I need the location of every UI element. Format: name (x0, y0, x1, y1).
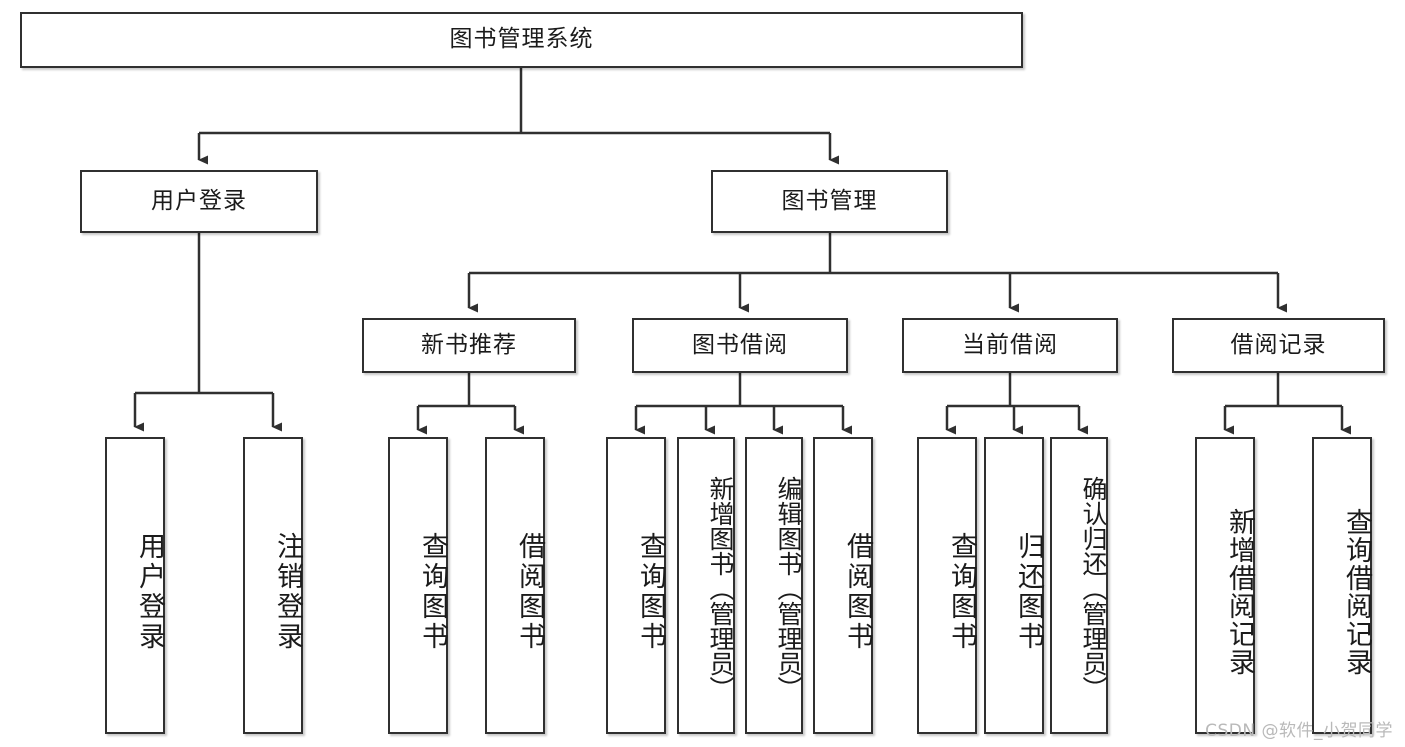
node-book-manage[interactable]: 图书管理 (711, 170, 948, 233)
node-book-borrow[interactable]: 图书借阅 (632, 318, 848, 373)
node-current-borrow[interactable]: 当前借阅 (902, 318, 1118, 373)
leaf-logout-label: 注销登录 (272, 531, 303, 652)
leaf-confirm-return-label: 确认归还（管理员） (1079, 476, 1108, 701)
node-new-book-rec-label: 新书推荐 (421, 331, 517, 358)
leaf-query-book-rec[interactable]: 查询图书 (388, 437, 448, 734)
leaf-borrow-book-rec-label: 借阅图书 (514, 531, 545, 652)
node-book-manage-label: 图书管理 (781, 187, 878, 214)
leaf-add-record-label: 新增借阅记录 (1224, 507, 1255, 676)
node-root-label: 图书管理系统 (449, 26, 594, 53)
leaf-return-book-label: 归还图书 (1013, 531, 1044, 652)
leaf-logout[interactable]: 注销登录 (243, 437, 303, 734)
leaf-add-book[interactable]: 新增图书（管理员） (677, 437, 735, 734)
leaf-query-book-borrow[interactable]: 查询图书 (606, 437, 666, 734)
leaf-return-book[interactable]: 归还图书 (984, 437, 1044, 734)
leaf-query-record-label: 查询借阅记录 (1341, 507, 1372, 676)
leaf-borrow-book-rec[interactable]: 借阅图书 (485, 437, 545, 734)
leaf-confirm-return[interactable]: 确认归还（管理员） (1050, 437, 1108, 734)
node-borrow-record-label: 借阅记录 (1230, 331, 1327, 358)
node-book-borrow-label: 图书借阅 (692, 331, 788, 358)
leaf-add-record[interactable]: 新增借阅记录 (1195, 437, 1255, 734)
leaf-add-book-label: 新增图书（管理员） (706, 476, 735, 701)
leaf-query-record[interactable]: 查询借阅记录 (1312, 437, 1372, 734)
leaf-borrow-book[interactable]: 借阅图书 (813, 437, 873, 734)
leaf-query-book-rec-label: 查询图书 (417, 531, 448, 652)
node-borrow-record[interactable]: 借阅记录 (1172, 318, 1385, 373)
leaf-query-book-borrow-label: 查询图书 (635, 531, 666, 652)
leaf-edit-book[interactable]: 编辑图书（管理员） (745, 437, 803, 734)
leaf-query-book-current[interactable]: 查询图书 (917, 437, 977, 734)
node-new-book-rec[interactable]: 新书推荐 (362, 318, 576, 373)
leaf-query-book-current-label: 查询图书 (946, 531, 977, 652)
node-root[interactable]: 图书管理系统 (20, 12, 1023, 68)
leaf-user-login-label: 用户登录 (134, 531, 165, 652)
node-user-login[interactable]: 用户登录 (80, 170, 318, 233)
leaf-borrow-book-label: 借阅图书 (842, 531, 873, 652)
leaf-edit-book-label: 编辑图书（管理员） (774, 476, 803, 701)
leaf-user-login[interactable]: 用户登录 (105, 437, 165, 734)
node-current-borrow-label: 当前借阅 (962, 331, 1058, 358)
watermark: CSDN @软件_小贺同学 (1205, 721, 1393, 741)
node-user-login-label: 用户登录 (151, 187, 247, 214)
